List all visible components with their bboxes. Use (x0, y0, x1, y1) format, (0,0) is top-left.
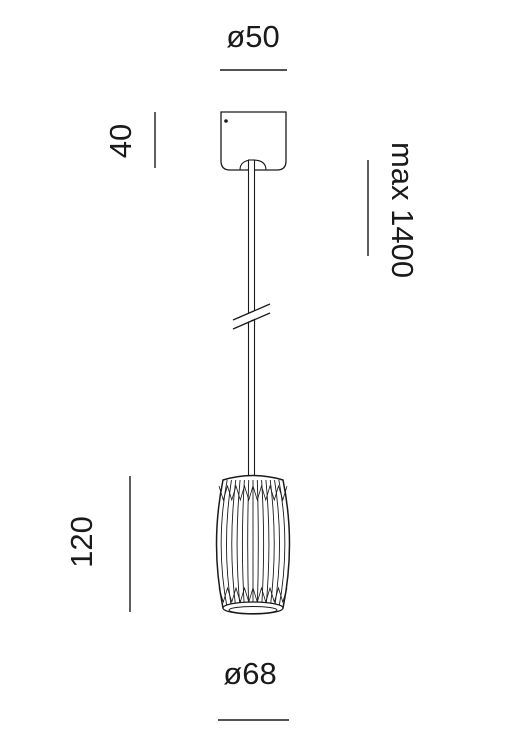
shade-bottom-zigzag (218, 586, 288, 604)
shade-pleat-line (241, 479, 245, 609)
shade-height-label: 120 (64, 516, 99, 568)
shade-diameter-label: ø68 (223, 656, 276, 691)
canopy-screw-dot (224, 119, 228, 123)
cable-break-gap (236, 303, 272, 327)
shade-diameter-dimension: ø68 (218, 656, 289, 721)
shade-top-zigzag (218, 484, 288, 502)
shade-bottom-opening (228, 606, 278, 614)
canopy-body (220, 111, 287, 171)
shade-pleat-line (265, 479, 270, 609)
cable-length-dimension: max 1400 (367, 142, 420, 278)
cable-lower-segment (247, 319, 256, 477)
shade-pleat-line (256, 479, 259, 609)
cable-upper-segment (247, 159, 256, 327)
canopy-height-dimension: 40 (103, 112, 156, 168)
cable-length-label: max 1400 (385, 142, 420, 278)
canopy-height-label: 40 (103, 124, 138, 158)
pleated-barrel-shade (215, 474, 291, 615)
shade-pleat-line (261, 479, 265, 609)
cable-break-mark-upper (232, 303, 271, 321)
canopy-diameter-dimension: ø50 (220, 19, 287, 71)
cable-break-mark-lower (232, 312, 271, 330)
canopy-diameter-label: ø50 (226, 19, 279, 54)
shade-pleats (218, 479, 288, 609)
suspension-cable (232, 159, 272, 477)
shade-height-dimension: 120 (64, 476, 131, 612)
shade-pleat-line (247, 479, 250, 609)
